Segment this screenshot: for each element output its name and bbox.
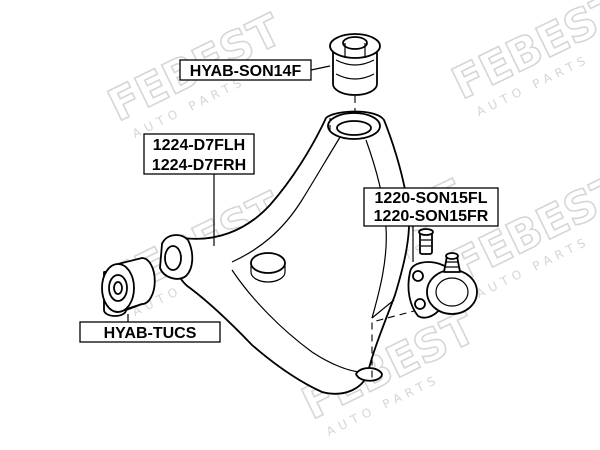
label-ball-joint: 1220-SON15FL 1220-SON15FR — [363, 187, 499, 227]
control-arm — [159, 110, 411, 395]
leader-dash-balljoint — [371, 309, 419, 380]
leader-bushing-top — [310, 65, 331, 71]
part-number-ball-joint-fl: 1220-SON15FL — [375, 190, 488, 207]
part-number-control-arm-lh: 1224-D7FLH — [153, 137, 245, 154]
ball-joint — [407, 228, 478, 319]
label-bushing-top: HYAB-SON14F — [179, 59, 312, 81]
label-control-arm: 1224-D7FLH 1224-D7FRH — [143, 133, 255, 175]
part-labels: HYAB-SON14F 1224-D7FLH 1224-D7FRH 1220-S… — [79, 59, 499, 343]
part-number-bushing-front: HYAB-TUCS — [104, 325, 197, 342]
part-number-control-arm-rh: 1224-D7FRH — [152, 157, 246, 174]
leader-lines — [127, 65, 414, 322]
bushing-front — [101, 257, 156, 317]
part-number-bushing-top: HYAB-SON14F — [190, 63, 302, 80]
watermark: FEBEST AUTO PARTS — [444, 0, 600, 119]
label-bushing-front: HYAB-TUCS — [79, 321, 221, 343]
part-number-ball-joint-fr: 1220-SON15FR — [374, 208, 489, 225]
bushing-top — [329, 33, 381, 96]
